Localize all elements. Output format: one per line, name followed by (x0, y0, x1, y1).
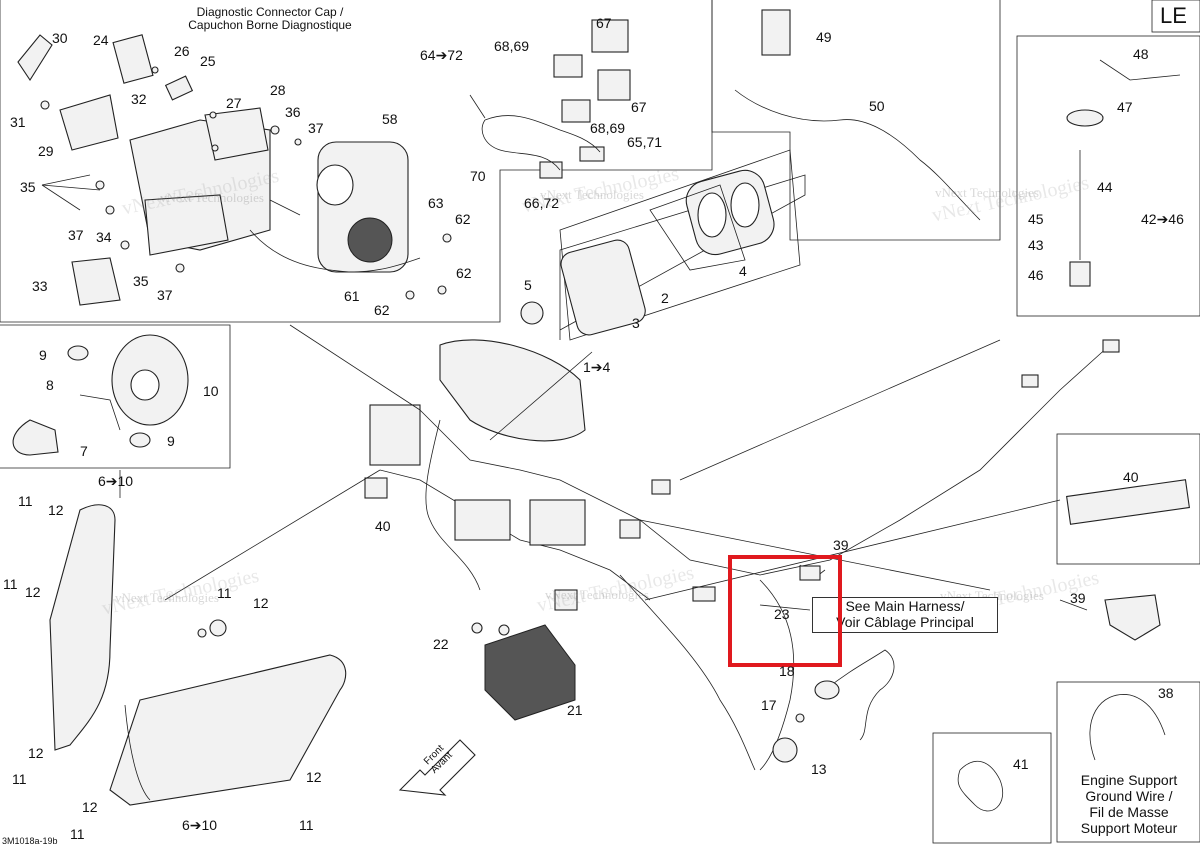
callout: 12 (25, 584, 41, 600)
callout: 44 (1097, 179, 1113, 195)
callout: 18 (779, 663, 795, 679)
callout: 5 (524, 277, 532, 293)
callout: 43 (1028, 237, 1044, 253)
callout: 48 (1133, 46, 1149, 62)
callout: 62 (374, 302, 390, 318)
callout: 58 (382, 111, 398, 127)
callout: 12 (82, 799, 98, 815)
callout: 40 (375, 518, 391, 534)
drawing-code: 3M1018a-19b (2, 836, 58, 846)
main-harness-box (812, 597, 998, 633)
callout: 62 (455, 211, 471, 227)
callout: 33 (32, 278, 48, 294)
callout: 63 (428, 195, 444, 211)
callout: 25 (200, 53, 216, 69)
callout: 66,72 (524, 195, 560, 211)
voltage-regulator (471, 622, 576, 721)
callout: 7 (80, 443, 88, 459)
callout: 13 (811, 761, 827, 777)
callout: 35 (133, 273, 149, 289)
callout: 64➔72 (420, 47, 463, 63)
callout: 12 (306, 769, 322, 785)
callout: 67 (596, 15, 612, 31)
right-parts (734, 9, 1190, 812)
callout: 10 (203, 383, 219, 399)
callout: 67 (631, 99, 647, 115)
gauge-parts (520, 169, 775, 336)
front-arrow (398, 739, 476, 796)
instrument-cluster (439, 339, 586, 442)
callout: 49 (816, 29, 832, 45)
lamp-box-parts (12, 334, 189, 456)
main-harness (364, 339, 1120, 771)
diagnostic-cap-title: Diagnostic Connector Cap / Capuchon Born… (188, 5, 352, 32)
callout: 8 (46, 377, 54, 393)
main-harness-note: See Main Harness/ Voir Câblage Principal (836, 598, 974, 630)
relay-parts (469, 19, 631, 179)
corner-tag: LE (1160, 3, 1187, 28)
callout: 37 (157, 287, 173, 303)
callout: 11 (3, 576, 18, 592)
callout: 39 (833, 537, 849, 553)
callout: 12 (28, 745, 44, 761)
callout: 12 (253, 595, 269, 611)
callout: 37 (308, 120, 324, 136)
callout: 3 (632, 315, 640, 331)
callout: 68,69 (590, 120, 626, 136)
callout: 27 (226, 95, 242, 111)
callout: 41 (1013, 756, 1029, 772)
callout: 34 (96, 229, 112, 245)
callout: 61 (344, 288, 360, 304)
callout: 11 (299, 817, 314, 833)
callout: 62 (456, 265, 472, 281)
callout: 6➔10 (182, 817, 218, 833)
callout: 38 (1158, 685, 1174, 701)
engine-ground-note: Engine Support Ground Wire / Fil de Mass… (1080, 772, 1178, 836)
callout: 46 (1028, 267, 1044, 283)
highlight-box (728, 555, 842, 667)
callout: 70 (470, 168, 486, 184)
callout: 6➔10 (98, 473, 134, 489)
callout: 17 (761, 697, 777, 713)
callout: 47 (1117, 99, 1133, 115)
callout: 39 (1070, 590, 1086, 606)
callout: 35 (20, 179, 36, 195)
callout: 28 (270, 82, 286, 98)
callout: 42➔46 (1141, 211, 1184, 227)
callout: 26 (174, 43, 190, 59)
callout: 1➔4 (583, 359, 611, 375)
diag-cap-parts (17, 34, 452, 306)
callout: 23 (774, 606, 790, 622)
ignition-parts (772, 649, 895, 763)
callout: 21 (567, 702, 583, 718)
callout: 24 (93, 32, 109, 48)
callout: 9 (39, 347, 47, 363)
callout: 65,71 (627, 134, 663, 150)
callout: 31 (10, 114, 26, 130)
callout: 22 (433, 636, 449, 652)
callout: 11 (12, 771, 27, 787)
headlight-parts (49, 504, 347, 806)
callout: 9 (167, 433, 175, 449)
callout: 2 (661, 290, 669, 306)
callout: 36 (285, 104, 301, 120)
callout: 30 (52, 30, 68, 46)
callout: 12 (48, 502, 64, 518)
callout: 29 (38, 143, 54, 159)
callout: 4 (739, 263, 747, 279)
callout: 40 (1123, 469, 1139, 485)
callout: 50 (869, 98, 885, 114)
callout: 45 (1028, 211, 1044, 227)
callout: 11 (217, 585, 232, 601)
callout: 68,69 (494, 38, 530, 54)
callout: 32 (131, 91, 147, 107)
callout: 37 (68, 227, 84, 243)
callout: 11 (18, 493, 33, 509)
callout: 11 (70, 826, 85, 842)
